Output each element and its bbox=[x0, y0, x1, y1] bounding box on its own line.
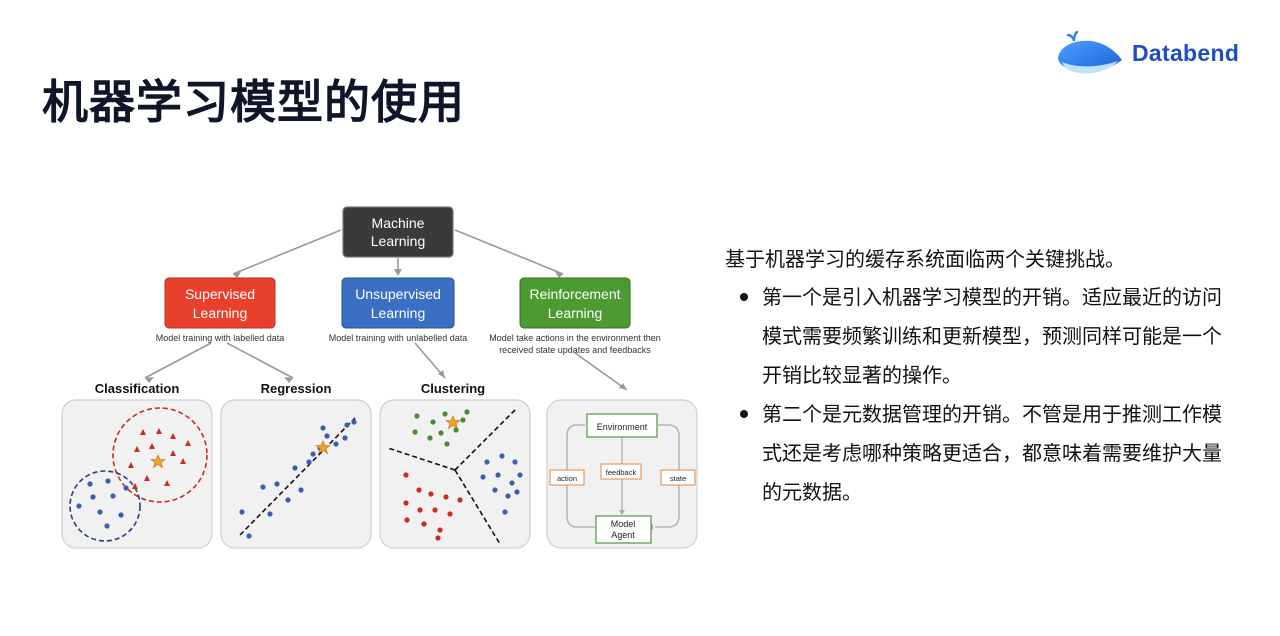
supervised-line-2: Learning bbox=[193, 305, 248, 321]
arrowheads bbox=[145, 269, 627, 390]
list-item: 第二个是元数据管理的开销。不管是用于推测工作模式还是考虑哪种策略更适合，都意味着… bbox=[740, 395, 1240, 512]
unsupervised-line-1: Unsupervised bbox=[355, 286, 441, 302]
supervised-line-1: Supervised bbox=[185, 286, 255, 302]
list-item: 第一个是引入机器学习模型的开销。适应最近的访问模式需要频繁训练和更新模型，预测同… bbox=[740, 278, 1240, 395]
challenge-list: 第一个是引入机器学习模型的开销。适应最近的访问模式需要频繁训练和更新模型，预测同… bbox=[740, 278, 1240, 512]
brand-name: Databend bbox=[1132, 40, 1240, 66]
agent-line-2: Agent bbox=[611, 530, 635, 540]
rl-loop-panel: Environment Model Agent feedback action … bbox=[549, 413, 696, 544]
feedback-label: feedback bbox=[606, 468, 637, 477]
agent-line-1: Model bbox=[611, 519, 636, 529]
whale-icon bbox=[1058, 30, 1122, 74]
blue-dots bbox=[76, 478, 129, 529]
green-dots bbox=[412, 409, 470, 447]
red-dots bbox=[403, 472, 463, 541]
panel-backgrounds bbox=[61, 399, 698, 549]
unsupervised-line-2: Learning bbox=[371, 305, 426, 321]
red-triangles bbox=[128, 428, 191, 489]
clustering-title: Clustering bbox=[421, 381, 485, 396]
star-icon bbox=[315, 440, 331, 455]
regression-panel bbox=[239, 417, 357, 539]
root-line-2: Learning bbox=[371, 233, 426, 249]
model-agent-box bbox=[595, 515, 652, 544]
cluster-blue-dots bbox=[480, 453, 523, 515]
page-title: 机器学习模型的使用 bbox=[42, 75, 465, 129]
environment-label: Environment bbox=[597, 422, 648, 432]
reinforcement-node: Reinforcement Learning Model take action… bbox=[489, 277, 661, 355]
root-node: Machine Learning bbox=[342, 206, 454, 258]
reinforcement-line-2: Learning bbox=[548, 305, 603, 321]
classification-panel bbox=[69, 407, 208, 542]
state-box bbox=[660, 469, 696, 486]
reinforcement-caption-1: Model take actions in the environment th… bbox=[489, 333, 661, 343]
databend-logo: Databend bbox=[1052, 30, 1262, 78]
supervised-caption: Model training with labelled data bbox=[156, 333, 285, 343]
reinforcement-line-1: Reinforcement bbox=[529, 286, 620, 302]
intro-text: 基于机器学习的缓存系统面临两个关键挑战。 bbox=[725, 247, 1125, 271]
unsupervised-caption: Model training with unlabelled data bbox=[329, 333, 468, 343]
root-line-1: Machine bbox=[372, 215, 425, 231]
feedback-box bbox=[600, 463, 642, 480]
classification-title: Classification bbox=[95, 381, 180, 396]
regression-title: Regression bbox=[261, 381, 332, 396]
star-icon bbox=[150, 454, 166, 469]
clustering-panel bbox=[387, 409, 523, 545]
action-box bbox=[549, 469, 585, 486]
action-label: action bbox=[557, 474, 577, 483]
ml-types-diagram: Machine Learning Supervised Learning Mod… bbox=[61, 206, 698, 549]
reinforcement-caption-2: received state updates and feedbacks bbox=[499, 345, 651, 355]
regression-dots bbox=[239, 419, 357, 539]
state-label: state bbox=[670, 474, 686, 483]
environment-box bbox=[586, 413, 658, 438]
supervised-node: Supervised Learning Model training with … bbox=[156, 277, 285, 343]
star-icon bbox=[445, 415, 461, 430]
root-connectors bbox=[144, 229, 628, 391]
unsupervised-node: Unsupervised Learning Model training wit… bbox=[329, 277, 468, 343]
